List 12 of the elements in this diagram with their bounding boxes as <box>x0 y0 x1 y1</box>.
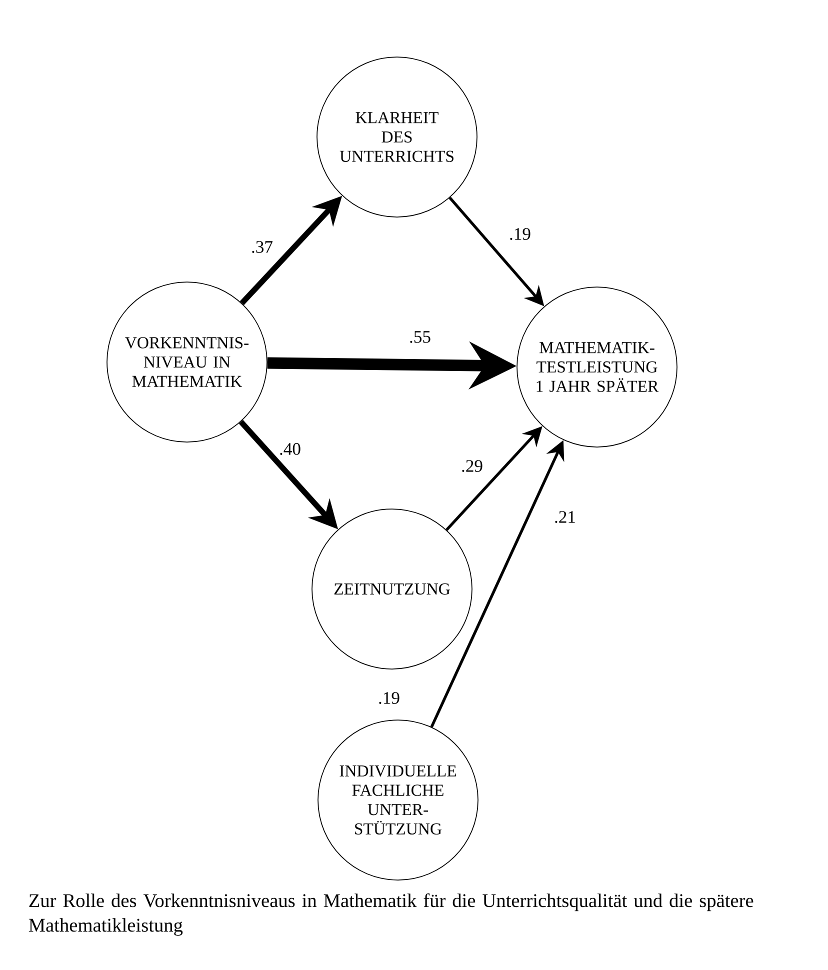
edge-label: .37 <box>249 239 275 255</box>
caption: Zur Rolle des Vorkenntnisniveaus in Mathematik für die Unterrichtsqualität und die spätere Mathematikleistung <box>28 893 754 936</box>
circle-node: MATHEMATIK-TESTLEISTUNG 1 JAHR SPÄTER <box>516 286 678 448</box>
circle-node: INDIVIDUELLE FACHLICHE UNTER-STÜTZUNG <box>318 720 478 880</box>
circle-node: ZEITNUTZUNG <box>312 508 472 670</box>
edge-label: .40 <box>277 441 303 457</box>
circle-node: KLARHEIT DES UNTERRICHTS <box>316 56 478 218</box>
edge-label: .19 <box>507 226 533 242</box>
edge-label: .21 <box>552 509 578 525</box>
path-coefficient: .19 <box>379 692 400 704</box>
edge-label: .29 <box>459 458 485 474</box>
circle-node: VORKENNTNIS-NIVEAU IN MATHEMATIK <box>106 282 268 442</box>
